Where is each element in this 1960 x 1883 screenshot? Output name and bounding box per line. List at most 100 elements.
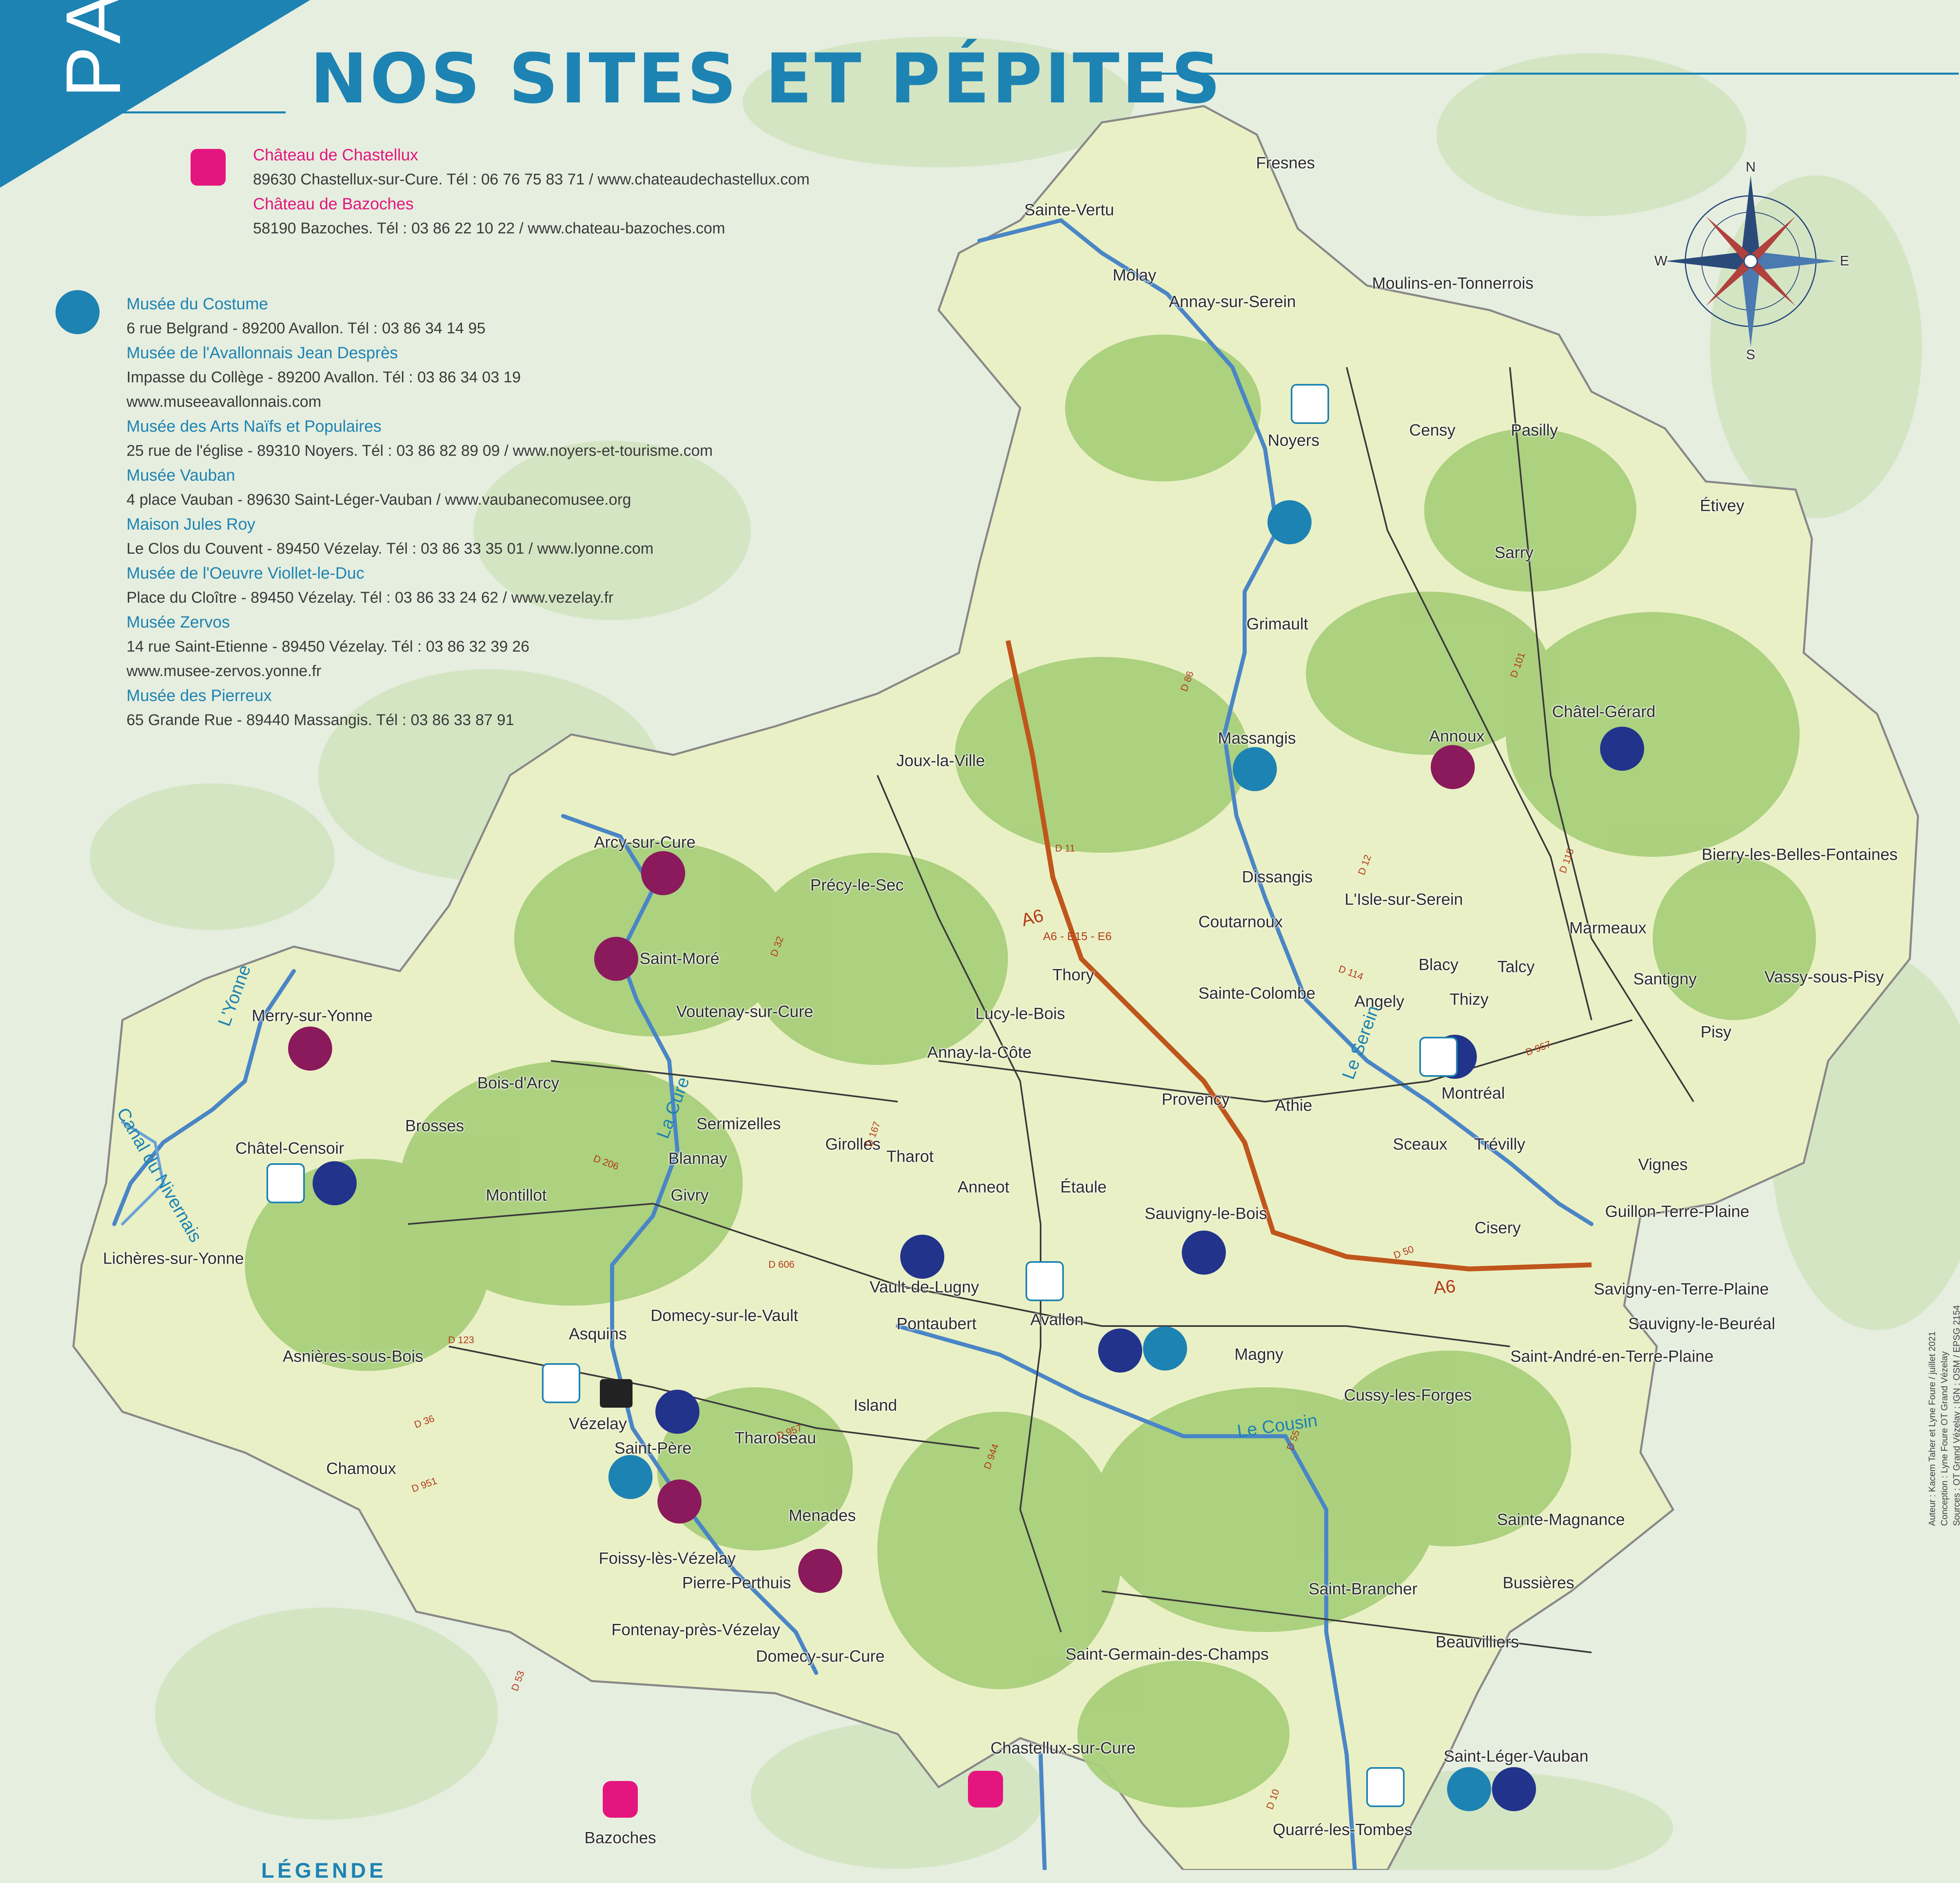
church-icon[interactable] <box>1600 727 1644 771</box>
unesco-icon[interactable] <box>600 1379 633 1408</box>
place-label: Sainte-Colombe <box>1198 984 1316 1002</box>
place-label: Môlay <box>1112 266 1156 284</box>
tourist-office-icon[interactable] <box>1366 1767 1405 1807</box>
cave-icon[interactable] <box>798 1549 842 1593</box>
place-label: Asquins <box>568 1325 627 1343</box>
museum-icon[interactable] <box>1447 1767 1491 1811</box>
title-rule-left <box>0 111 286 113</box>
place-label: Sauvigny-le-Beuréal <box>1628 1315 1776 1333</box>
museum-icon[interactable] <box>1143 1326 1187 1371</box>
castle-icon <box>191 149 226 186</box>
place-label: Sainte-Magnance <box>1497 1510 1625 1529</box>
place-label: Magny <box>1234 1345 1284 1364</box>
canal-nivernais <box>121 1120 165 1226</box>
place-label: Blannay <box>668 1149 728 1168</box>
place-label: Voutenay-sur-Cure <box>676 1002 813 1021</box>
cave-icon[interactable] <box>288 1027 332 1071</box>
river-cousin <box>896 1324 1357 1870</box>
place-label: Grimault <box>1246 615 1308 633</box>
place-label: Vignes <box>1638 1156 1688 1174</box>
legend-heading: LÉGENDE <box>261 1859 387 1883</box>
tourist-office-icon[interactable] <box>542 1363 580 1403</box>
place-label: Chastellux-sur-Cure <box>990 1739 1136 1757</box>
place-label: Merry-sur-Yonne <box>251 1007 373 1025</box>
place-label: Moulins-en-Tonnerrois <box>1372 274 1534 293</box>
castle-name: Château de Chastellux <box>253 146 418 164</box>
castle-line: 58190 Bazoches. Tél : 03 86 22 10 22 / w… <box>253 220 725 237</box>
place-label: Pasilly <box>1511 421 1558 439</box>
title-block: NOS SITES ET PÉPITES <box>0 39 1223 119</box>
cave-icon[interactable] <box>594 937 638 981</box>
place-label: Saint-Père <box>614 1439 692 1457</box>
museum-line: www.museeavallonnais.com <box>127 393 322 410</box>
museum-line: 65 Grande Rue - 89440 Massangis. Tél : 0… <box>127 712 514 729</box>
place-label: Cisery <box>1474 1219 1521 1237</box>
church-icon[interactable] <box>900 1235 944 1279</box>
place-label: Anneot <box>957 1178 1010 1196</box>
museum-name: Musée du Costume <box>127 295 268 313</box>
river-cure <box>561 814 818 1675</box>
place-label: Joux-la-Ville <box>896 752 985 770</box>
compass-rose <box>1665 175 1836 347</box>
church-icon[interactable] <box>1492 1767 1536 1811</box>
place-label: Massangis <box>1218 729 1296 747</box>
castle-icon[interactable] <box>968 1771 1003 1808</box>
museum-line: 6 rue Belgrand - 89200 Avallon. Tél : 03… <box>127 320 486 337</box>
cave-icon[interactable] <box>1431 745 1475 789</box>
place-label: Domecy-sur-Cure <box>756 1647 885 1666</box>
place-label: Thory <box>1052 966 1094 984</box>
museum-icon[interactable] <box>1233 747 1277 791</box>
museum-name: Maison Jules Roy <box>127 515 255 533</box>
museum-name: Musée Vauban <box>127 466 235 484</box>
place-label: Beauvilliers <box>1435 1633 1519 1651</box>
place-label: Étivey <box>1700 497 1745 515</box>
place-label: Tharot <box>886 1147 934 1166</box>
place-label: Girolles <box>825 1135 881 1153</box>
place-label: Bierry-les-Belles-Fontaines <box>1701 845 1898 864</box>
church-icon[interactable] <box>655 1390 699 1434</box>
tourist-office-icon[interactable] <box>266 1163 305 1203</box>
museum-line: Impasse du Collège - 89200 Avallon. Tél … <box>127 369 521 386</box>
tourist-office-icon[interactable] <box>1291 384 1329 424</box>
road-label: A6 - E15 - E6 <box>1043 930 1112 943</box>
place-label: Domecy-sur-le-Vault <box>650 1306 798 1325</box>
tourist-office-icon[interactable] <box>1419 1037 1458 1077</box>
secondary-roads <box>408 367 1694 1653</box>
road-label: D 123 <box>448 1335 475 1346</box>
museum-line: Place du Cloître - 89450 Vézelay. Tél : … <box>127 589 614 606</box>
church-icon[interactable] <box>313 1161 357 1205</box>
credit-line: Auteur : Kacem Taher et Lyne Foure / jui… <box>1927 1331 1937 1526</box>
place-label: Santigny <box>1633 970 1697 988</box>
place-label: Annay-sur-Serein <box>1169 293 1296 311</box>
road-label: D 606 <box>768 1259 795 1270</box>
place-label: Arcy-sur-Cure <box>594 833 696 852</box>
museum-name: Musée de l'Avallonnais Jean Desprès <box>127 344 398 362</box>
museum-name: Musée Zervos <box>127 613 230 631</box>
place-label: Menades <box>788 1506 856 1525</box>
river-cure-south <box>1039 1752 1047 1870</box>
museum-line: Le Clos du Couvent - 89450 Vézelay. Tél … <box>127 540 654 557</box>
place-label: Noyers <box>1267 431 1320 450</box>
museum-name: Musée des Arts Naïfs et Populaires <box>127 417 382 435</box>
place-label: Fresnes <box>1256 154 1315 172</box>
tourist-office-icon[interactable] <box>1026 1261 1064 1301</box>
place-label: Cussy-les-Forges <box>1344 1386 1472 1404</box>
place-label: Sarry <box>1494 543 1534 562</box>
place-label: Angely <box>1354 992 1405 1011</box>
place-label: Saint-Brancher <box>1308 1580 1418 1598</box>
cave-icon[interactable] <box>657 1479 701 1524</box>
place-label: Guillon-Terre-Plaine <box>1605 1202 1749 1221</box>
cave-icon[interactable] <box>641 851 685 895</box>
place-label: Marmeaux <box>1569 919 1647 937</box>
castle-line: 89630 Chastellux-sur-Cure. Tél : 06 76 7… <box>253 171 810 188</box>
church-icon[interactable] <box>1182 1231 1226 1275</box>
road-label: A6 <box>1433 1276 1456 1298</box>
church-icon[interactable] <box>1098 1329 1142 1373</box>
place-label: Chamoux <box>326 1459 396 1478</box>
museum-icon[interactable] <box>608 1455 653 1499</box>
place-label: Montillot <box>486 1186 547 1204</box>
castle-icon[interactable] <box>603 1781 638 1818</box>
map-credits: Auteur : Kacem Taher et Lyne Foure / jui… <box>1926 1305 1960 1526</box>
museum-icon[interactable] <box>1267 500 1312 544</box>
